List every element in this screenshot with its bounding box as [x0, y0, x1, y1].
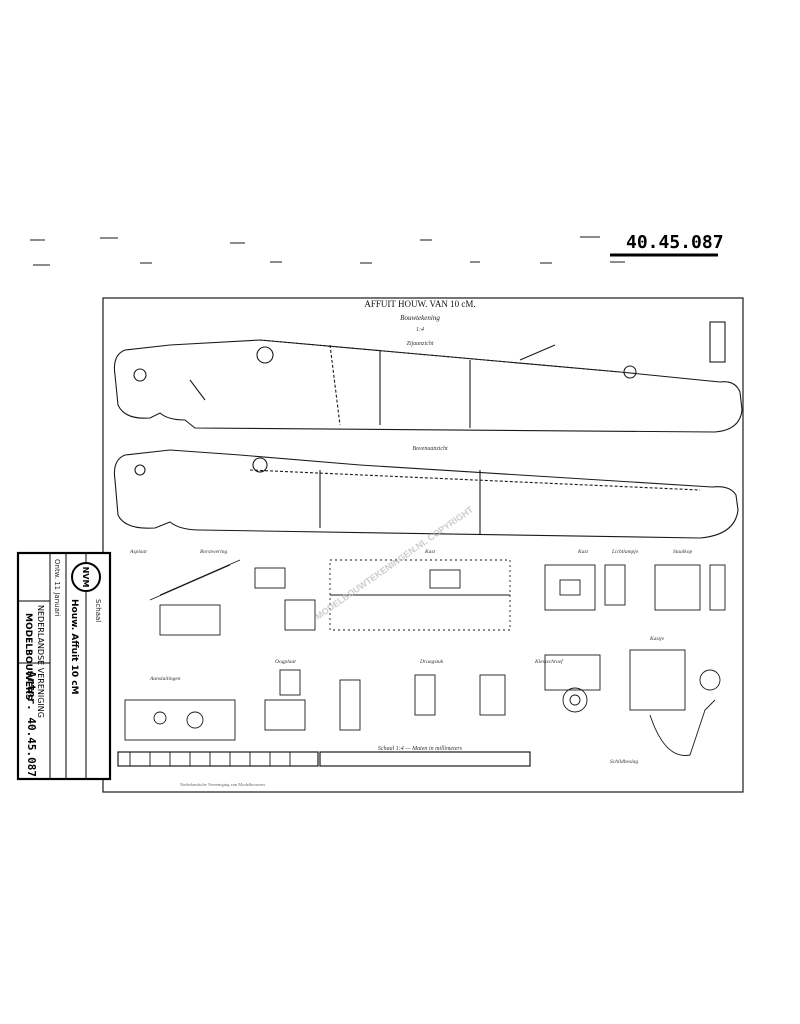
detail-label: Kast [577, 549, 589, 555]
detail-label: Lichtlampje [611, 549, 639, 555]
upper-view-label: Zijaanzicht [406, 341, 433, 347]
stamp-org-line-1: NEDERLANDSE VERENIGING [36, 605, 45, 718]
logo-text: NVM [81, 567, 90, 588]
title-stamp: NVM Schaal Houw. Affuit 10 cM Ontw. 11 J… [16, 551, 112, 781]
stamp-row-3: Ontw. 11 Januari [53, 559, 61, 617]
detail-label: Kast [424, 549, 436, 555]
drawing-title: AFFUIT HOUW. VAN 10 cM. [364, 299, 475, 309]
detail-label: Kastje [649, 636, 665, 642]
detail-label: Aansluitingen [149, 676, 181, 682]
detail-label: Staalkop [673, 549, 692, 555]
bottom-caption: Schaal 1:4 — Maten in millimeters [378, 745, 463, 752]
footer-text: Nederlandsche Vereeniging van Modelbouwe… [180, 782, 266, 787]
detail-parts [117, 559, 726, 767]
watermark: MODELBOUWTEKENINGEN.NL COPYRIGHT [313, 504, 475, 622]
stamp-frame [16, 551, 112, 781]
stamp-row-2: Houw. Affuit 10 cM [69, 599, 79, 695]
drawing-frame [102, 297, 744, 793]
stamp-row-1: Schaal [94, 599, 102, 622]
detail-labels: Asplaat Borstwering Kast Kast Lichtlampj… [129, 549, 692, 765]
detail-label: Borstwering [200, 549, 227, 555]
stamp-org-line-2: MODELBOUWERS [23, 613, 33, 700]
drawing-scale-note: 1:4 [416, 326, 424, 333]
detail-label: Asplaat [129, 549, 147, 555]
nvm-logo [71, 562, 101, 592]
middle-view-label: Bovenaanzicht [412, 446, 448, 452]
sheet-number: 40.45.087 [626, 232, 724, 253]
trail-side-view [113, 321, 743, 433]
trail-plan-view [113, 449, 739, 539]
detail-label: Schildbeslag [610, 759, 638, 765]
detail-label: Klemschroef [534, 658, 564, 665]
stamp-art-number: Artnr. 40.45.087 [25, 671, 38, 777]
detail-label: Draagstuk [419, 659, 444, 665]
scan-artifacts [30, 236, 625, 266]
drawing-subtitle: Bouwtekening [400, 314, 440, 322]
detail-label: Oogplaat [275, 659, 296, 665]
